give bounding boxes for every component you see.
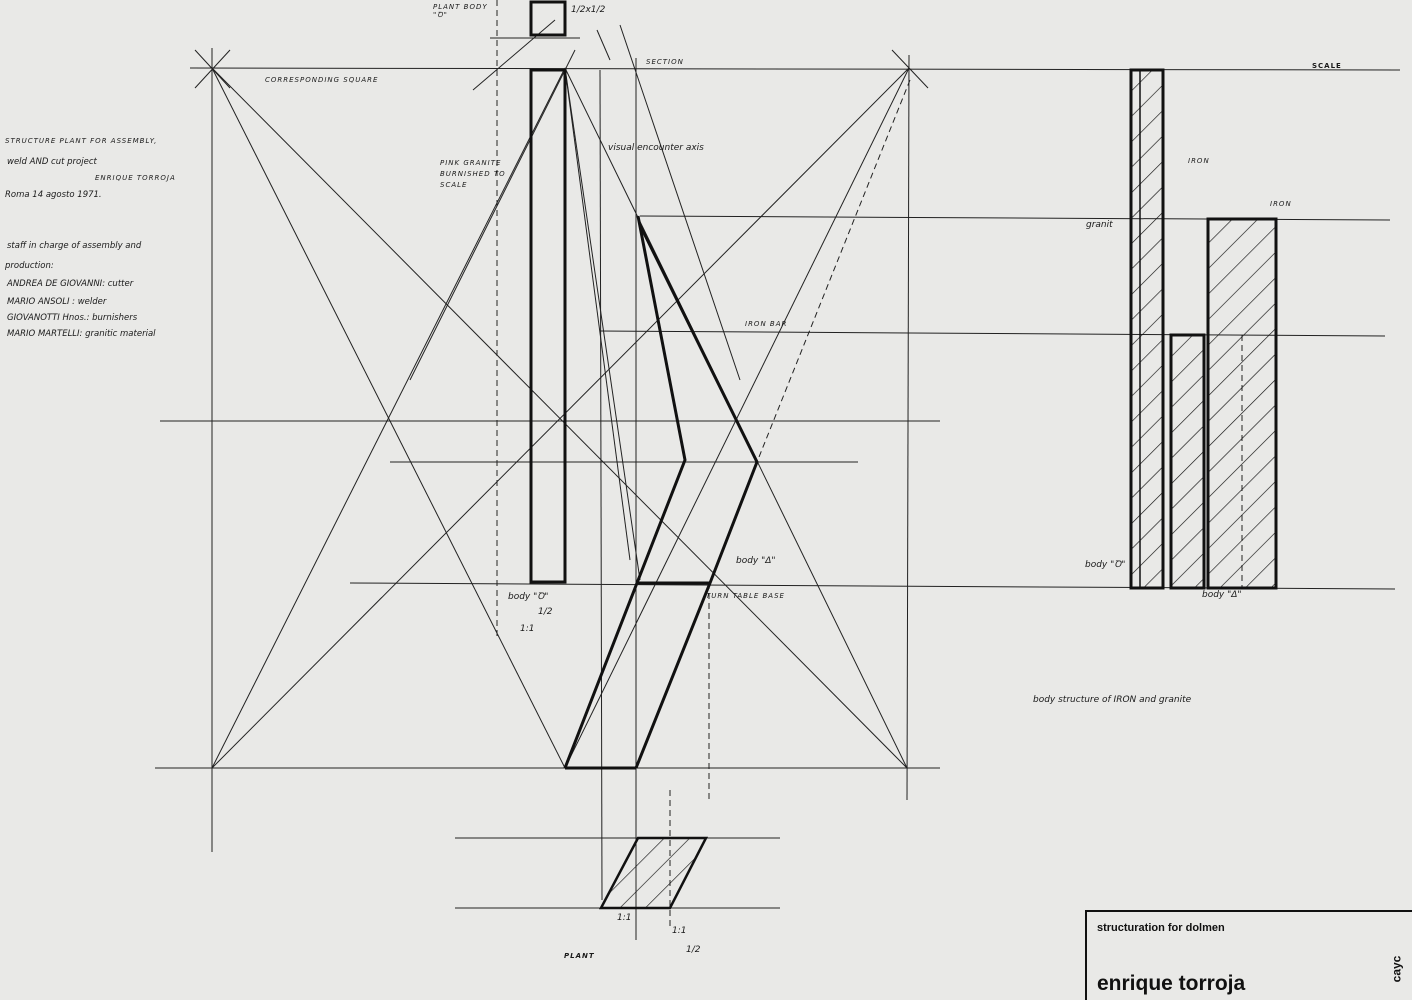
label-body-d: body "Ꝺ" [508, 592, 549, 602]
label-body-delta: body "Δ" [736, 556, 776, 566]
construction-lines [155, 19, 1401, 940]
note-line: GIOVANOTTI Hnos.: burnishers [7, 313, 138, 323]
label-iron-2: IRON [1270, 200, 1292, 208]
plant-section-hatched [598, 836, 709, 910]
label-corresponding-square: CORRESPONDING SQUARE [265, 76, 379, 84]
label-ratio-half: 1/2 [538, 607, 553, 617]
label-scale: SCALE [1312, 62, 1342, 70]
label-visual-axis: visual encounter axis [608, 143, 704, 153]
title-block: structuration for dolmen enrique torroja… [1085, 910, 1412, 1000]
scale-body-delta-lower [1169, 333, 1206, 590]
label-plant-ratio-1: 1:1 [617, 913, 632, 923]
note-line: weld AND cut project [7, 157, 97, 167]
label-granit: granit [1086, 220, 1113, 230]
title-author: enrique torroja [1097, 972, 1246, 995]
title-subtitle: structuration for dolmen [1097, 922, 1225, 934]
note-line: Roma 14 agosto 1971. [5, 190, 102, 200]
label-section: SECTION [646, 58, 684, 66]
note-line: MARIO ANSOLI : welder [7, 297, 107, 307]
scale-body-delta-upper [1206, 217, 1278, 590]
body-d-elevation [529, 68, 567, 584]
note-line: ENRIQUE TORROJA [95, 174, 176, 182]
label-turn-table-base: TURN TABLE BASE [706, 592, 785, 600]
label-iron-1: IRON [1188, 157, 1210, 165]
label-ratio-1-1: 1:1 [520, 624, 535, 634]
body-outlines [529, 0, 759, 770]
note-line: production: [5, 261, 54, 271]
plant-body-d [529, 0, 567, 37]
label-half: 1/2x1/2 [571, 5, 606, 15]
label-plant-body: PLANT BODY "Ꝺ" [433, 3, 488, 19]
body-delta-outer [634, 224, 759, 769]
title-publisher: cayc [1389, 955, 1404, 983]
note-line: staff in charge of assembly and [7, 241, 142, 251]
body-delta-inner [563, 215, 687, 769]
label-scale-body-delta: body "Δ" [1202, 590, 1242, 600]
note-line: STRUCTURE PLANT FOR ASSEMBLY, [5, 137, 158, 145]
note-line: MARIO MARTELLI: granitic material [7, 329, 156, 339]
label-scale-body-d: body "Ꝺ" [1085, 560, 1126, 570]
label-plant: PLANT [564, 952, 595, 960]
label-structure-caption: body structure of IRON and granite [1033, 695, 1192, 705]
label-pink-granite: PINK GRANITE BURNISHED TO SCALE [440, 159, 506, 189]
label-plant-ratio-half: 1/2 [686, 945, 701, 955]
scale-body-d [1129, 68, 1165, 590]
label-plant-ratio-2: 1:1 [672, 926, 687, 936]
scale-bodies [1129, 68, 1278, 590]
note-line: ANDREA DE GIOVANNI: cutter [7, 279, 134, 289]
label-iron-bar: IRON BAR [745, 320, 788, 328]
